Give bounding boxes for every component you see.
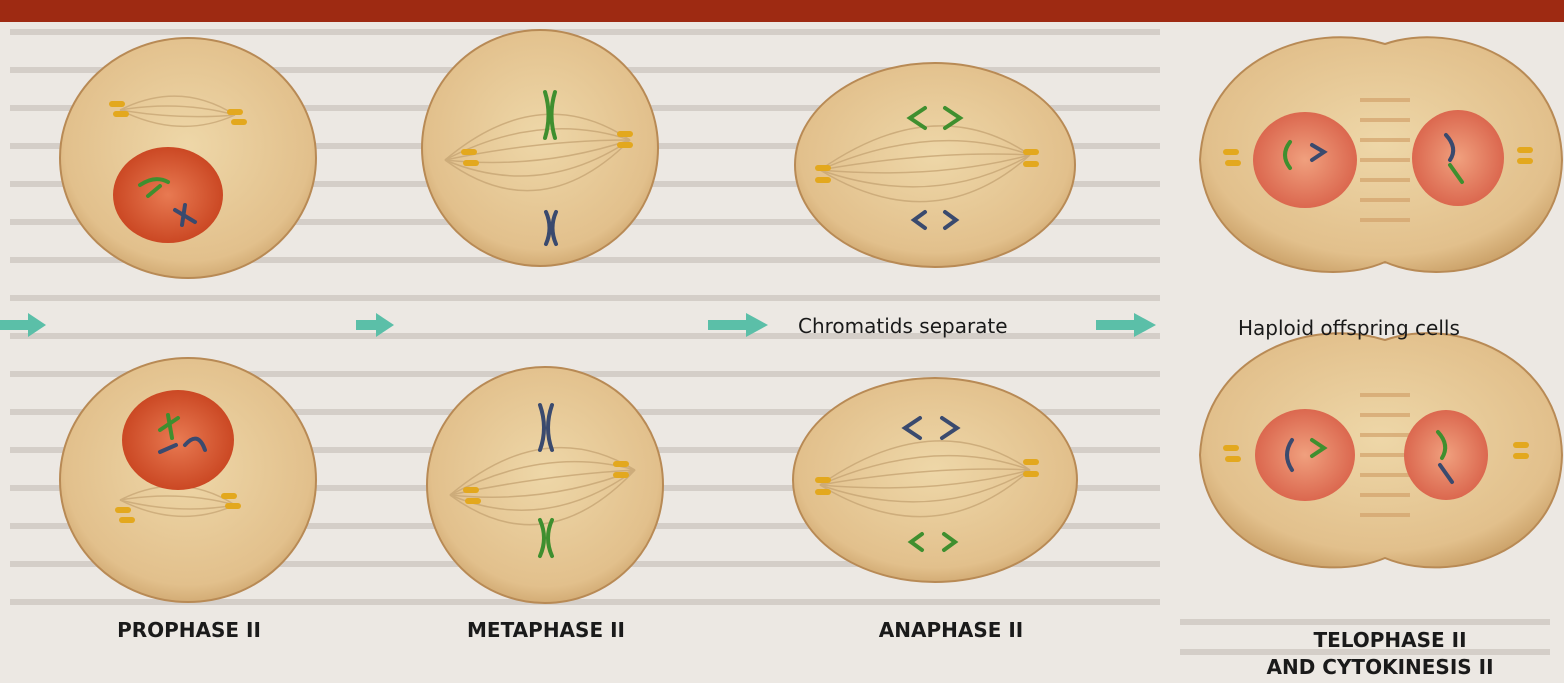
nucleus-icon [122,390,234,490]
metaphase-cell-top [422,30,658,266]
stage-label-metaphase: METAPHASE II [446,618,646,642]
prophase-cell-top [60,38,316,278]
arrow-icon [356,313,394,337]
metaphase-cell-bottom [427,367,663,603]
haploid-offspring-note: Haploid offspring cells [1238,316,1460,340]
nucleus-icon [1253,112,1357,208]
stage-label-anaphase: ANAPHASE II [856,618,1046,642]
nucleus-icon [1412,110,1504,206]
arrow-icon [1096,313,1156,337]
arrow-icon [0,313,46,337]
arrow-icon [708,313,768,337]
stage-label-telophase: TELOPHASE II [1240,628,1540,652]
chromatids-separate-note: Chromatids separate [798,314,1008,338]
nucleus-icon [1404,410,1488,500]
anaphase-cell-bottom [793,378,1077,582]
telophase-cell-top [1200,37,1562,272]
nucleus-icon [1255,409,1355,501]
stage-label-prophase: PROPHASE II [94,618,284,642]
telophase-cell-bottom [1200,333,1562,567]
nucleus-icon [113,147,223,243]
prophase-cell-bottom [60,358,316,602]
stage-label-cytokinesis: AND CYTOKINESIS II [1210,655,1550,679]
anaphase-cell-top [795,63,1075,267]
